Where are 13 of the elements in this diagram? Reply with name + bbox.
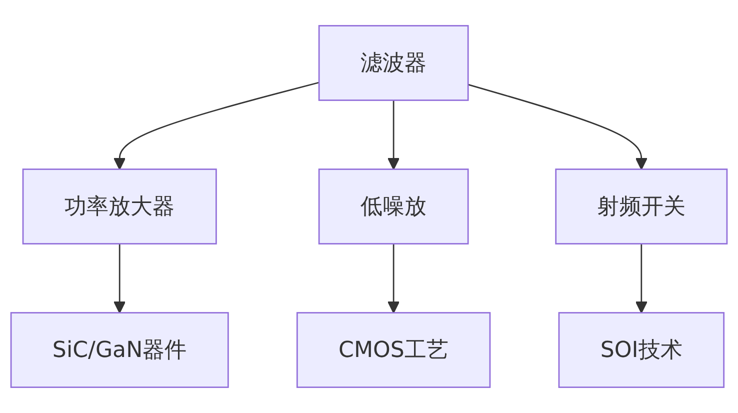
node-box (558, 312, 725, 388)
arrow (114, 82, 320, 170)
node-box (555, 168, 728, 244)
node-box (296, 312, 491, 388)
arrow (114, 244, 126, 314)
node-box (318, 25, 469, 101)
arrow (468, 84, 648, 170)
arrow (388, 244, 400, 314)
node-box (22, 168, 217, 244)
arrow (388, 100, 400, 170)
node-box (318, 168, 469, 244)
node-box (10, 312, 229, 388)
arrow (635, 244, 648, 314)
